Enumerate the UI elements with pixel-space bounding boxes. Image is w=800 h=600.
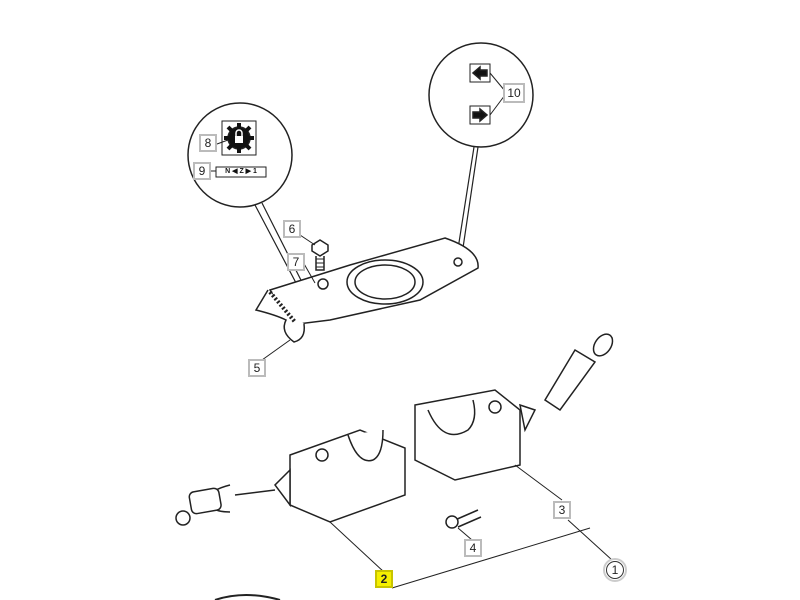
gear-lock-icon: [224, 123, 254, 153]
callout-6[interactable]: 6: [283, 220, 301, 238]
switch-half-left: [289, 429, 406, 523]
arrow-right-icon: [472, 107, 489, 123]
callout-10[interactable]: 10: [503, 83, 525, 103]
direction-decal-text: N ◀ Z ▶ 1: [225, 168, 257, 175]
callout-2-highlighted[interactable]: 2: [375, 570, 393, 588]
direction-decal: [215, 166, 267, 178]
callout-5[interactable]: 5: [248, 359, 266, 377]
callout-9[interactable]: 9: [193, 162, 211, 180]
callout-1[interactable]: 1: [603, 558, 627, 582]
detail-circle-arrows: [428, 42, 534, 148]
arrow-left-icon: [471, 65, 488, 81]
callout-8[interactable]: 8: [199, 134, 217, 152]
callout-4[interactable]: 4: [464, 539, 482, 557]
mounting-plate: [268, 237, 479, 326]
callout-7[interactable]: 7: [287, 253, 305, 271]
callout-3[interactable]: 3: [553, 501, 571, 519]
